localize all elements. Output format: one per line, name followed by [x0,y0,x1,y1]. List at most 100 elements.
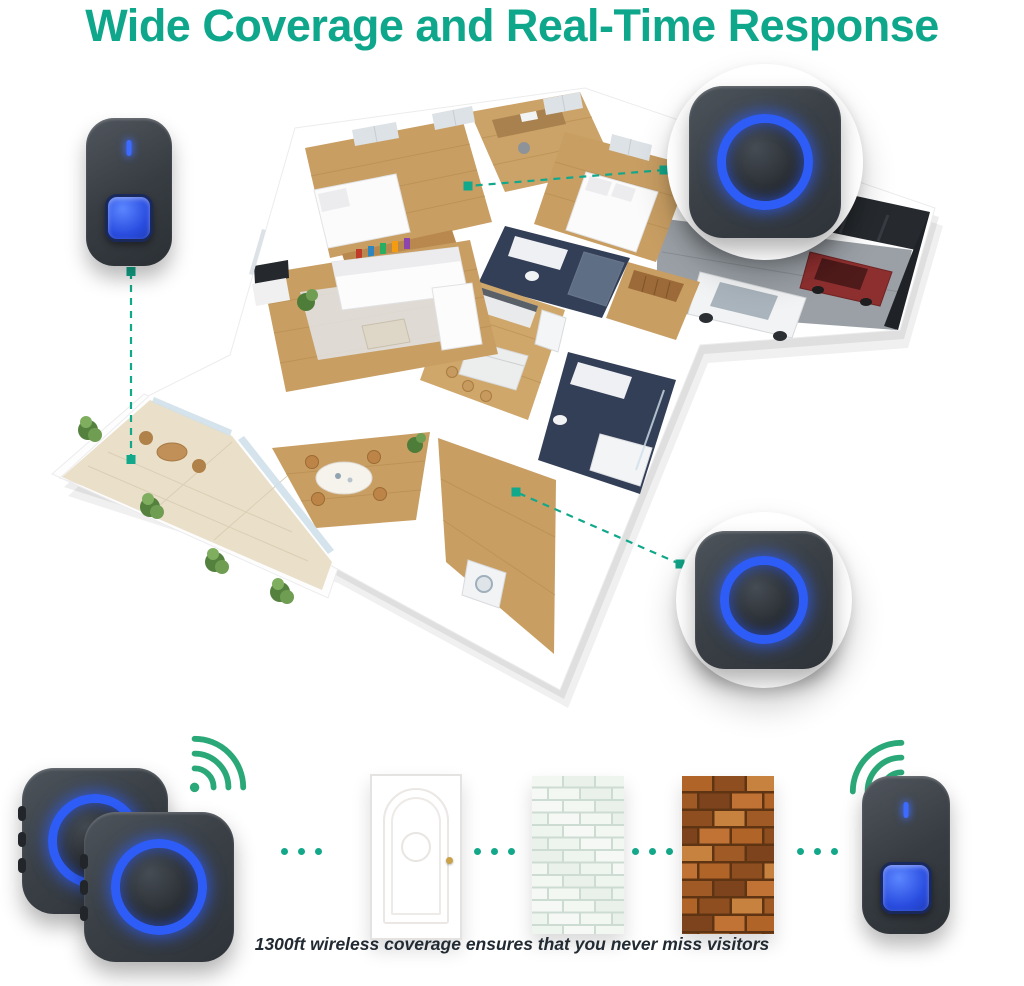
doorbell-transmitter [86,118,172,266]
brick [581,863,611,874]
brick [613,913,624,924]
dot [298,848,305,855]
brick [682,828,697,844]
doorbell-button-icon [880,862,932,914]
brick [581,838,611,849]
brick [613,838,624,849]
dot [474,848,481,855]
brick [613,788,624,799]
coverage-connectors [126,165,685,569]
brick [699,933,730,934]
dot [281,848,288,855]
dot [508,848,515,855]
brick [532,851,562,862]
red-car [799,251,893,307]
brick [532,876,562,887]
brick [564,901,594,912]
brick [532,901,562,912]
brick [682,881,712,896]
windows [249,92,652,275]
dot [666,848,673,855]
dots-separator [632,848,673,855]
brick [732,828,762,844]
patio [62,400,332,590]
connector-line [515,490,681,566]
brick [596,776,624,787]
brick [714,881,745,896]
mint-brick-wall [532,776,624,934]
brick [714,776,745,791]
side-button-icon [80,854,88,869]
brick [682,793,697,809]
page-title: Wide Coverage and Real-Time Response [85,0,939,51]
pillow [318,188,350,212]
brick [596,826,624,837]
brick [596,876,624,887]
brick [581,888,611,899]
sofa-chaise [431,282,483,351]
side-button-icon [18,858,26,873]
brick [564,776,594,787]
brick [682,933,697,934]
dining-chair [305,455,319,469]
brick [549,788,579,799]
sliding-door-glass [238,436,334,554]
brick [564,926,594,934]
vanity [508,236,568,270]
brick [532,813,547,824]
brick [564,826,594,837]
brick [564,876,594,887]
dot [814,848,821,855]
vanity [570,362,632,399]
brick [532,788,547,799]
brick [747,811,774,826]
led-ring-icon [717,114,813,210]
laptop [520,111,538,122]
brick [714,811,745,826]
brick [549,913,579,924]
dots-separator [797,848,838,855]
patio-chair [139,431,153,445]
brick [581,813,611,824]
door-knob-icon [446,857,453,864]
brown-brick-wall [682,776,774,934]
brick [682,811,712,826]
toilet [525,271,539,281]
side-button-icon [80,880,88,895]
brick [596,801,624,812]
shower [567,251,625,307]
dot [315,848,322,855]
toilet [553,415,567,425]
brick [747,846,774,861]
brick [532,926,562,934]
brick [732,793,762,809]
brick [682,846,712,861]
brick [532,913,547,924]
led-slit-icon [126,140,132,156]
bathroom-2 [538,352,676,494]
side-button-icon [80,906,88,921]
led-slit-icon [903,802,909,818]
dining-chair [367,450,381,464]
connector-markers [126,165,685,569]
fridge [534,309,567,353]
brick [682,863,697,879]
coffee-table [361,318,411,350]
brick [596,901,624,912]
led-ring-icon [111,839,207,935]
doorbell-button-icon [105,194,153,242]
wifi-waves-icon [189,735,247,793]
tv-console [252,278,290,306]
brick [699,828,730,844]
brick [732,863,762,879]
brick [682,898,697,914]
brick [747,916,774,931]
dining-chair [311,492,325,506]
chime-receiver [80,812,234,962]
brick [613,813,624,824]
brick [613,888,624,899]
brick [532,801,562,812]
brick [732,933,762,934]
brick [714,916,745,931]
